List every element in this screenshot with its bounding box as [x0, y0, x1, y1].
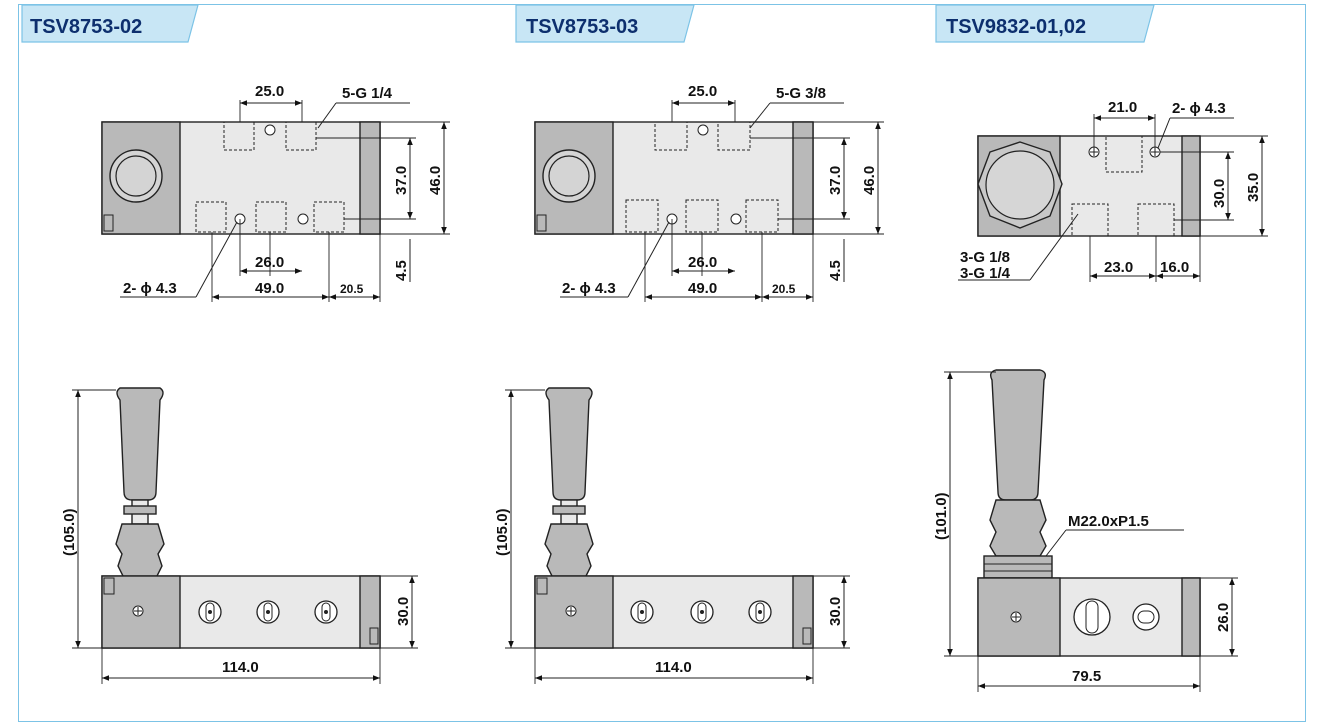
- p1-side-body-height: 30.0: [395, 597, 412, 626]
- p2-side-height: (105.0): [494, 508, 511, 556]
- p3-side-body-height: 26.0: [1215, 603, 1232, 632]
- panel-2-top-view: 25.0 5-G 3/8 37.0 46.0 4.5 26.0 49.0 20.…: [534, 83, 884, 302]
- panel-1-title-tab: TSV8753-02: [21, 4, 199, 43]
- panel-3-side-view: M22.0xP1.5 (101.0) 26.0 79.5: [933, 369, 1238, 692]
- p2-side-length: 114.0: [655, 659, 692, 676]
- p2-dim-offset: 4.5: [827, 260, 844, 281]
- p3-hole-label: 2- ϕ 4.3: [1172, 100, 1226, 117]
- p1-dim-length-b: 20.5: [340, 282, 364, 296]
- p3-dim-height-outer: 35.0: [1245, 173, 1262, 202]
- p3-dim-top-pitch: 21.0: [1108, 99, 1137, 116]
- p3-port-label-1: 3-G 1/8: [960, 249, 1010, 266]
- p3-port-label-2: 3-G 1/4: [960, 265, 1011, 282]
- p3-side-length: 79.5: [1072, 668, 1101, 685]
- panel-1-title: TSV8753-02: [30, 16, 142, 38]
- panel-1-top-view: 25.0 5-G 1/4 37.0 46.0 4.5 26.0 49.0 20.…: [101, 83, 450, 302]
- p2-dim-length-a: 49.0: [688, 280, 717, 297]
- p2-dim-bottom-pitch: 26.0: [688, 254, 717, 271]
- p1-dim-bottom-pitch: 26.0: [255, 254, 284, 271]
- p1-dim-offset: 4.5: [393, 260, 410, 281]
- p1-dim-length-a: 49.0: [255, 280, 284, 297]
- panel-1-side-view: (105.0) 30.0 114.0: [61, 387, 418, 684]
- p2-dim-height-outer: 46.0: [861, 166, 878, 195]
- panel-3-top-view: 21.0 2- ϕ 4.3 30.0 35.0 23.0 16.0 3-G 1/…: [958, 99, 1268, 282]
- panel-2-side-view: (105.0) 30.0 114.0: [494, 387, 850, 684]
- p2-port-label: 5-G 3/8: [776, 85, 826, 102]
- p1-hole-label: 2- ϕ 4.3: [123, 280, 177, 297]
- p1-dim-top-pitch: 25.0: [255, 83, 284, 100]
- p2-dim-length-b: 20.5: [772, 282, 796, 296]
- p1-dim-height-outer: 46.0: [427, 166, 444, 195]
- panel-3-title-tab: TSV9832-01,02: [935, 4, 1155, 43]
- p1-port-label: 5-G 1/4: [342, 85, 393, 102]
- p3-side-height: (101.0): [933, 492, 950, 540]
- p2-dim-height-inner: 37.0: [827, 166, 844, 195]
- p2-dim-top-pitch: 25.0: [688, 83, 717, 100]
- p3-dim-height-inner: 30.0: [1211, 179, 1228, 208]
- panel-3-title: TSV9832-01,02: [946, 16, 1086, 38]
- p1-side-length: 114.0: [222, 659, 259, 676]
- panel-2-title: TSV8753-03: [526, 16, 638, 38]
- p3-thread-label: M22.0xP1.5: [1068, 513, 1149, 530]
- panel-2-title-tab: TSV8753-03: [515, 4, 695, 43]
- p1-dim-height-inner: 37.0: [393, 166, 410, 195]
- p3-dim-pitch-a: 23.0: [1104, 259, 1133, 276]
- p1-side-height: (105.0): [61, 508, 78, 556]
- p2-side-body-height: 30.0: [827, 597, 844, 626]
- p3-dim-pitch-b: 16.0: [1160, 259, 1189, 276]
- p2-hole-label: 2- ϕ 4.3: [562, 280, 616, 297]
